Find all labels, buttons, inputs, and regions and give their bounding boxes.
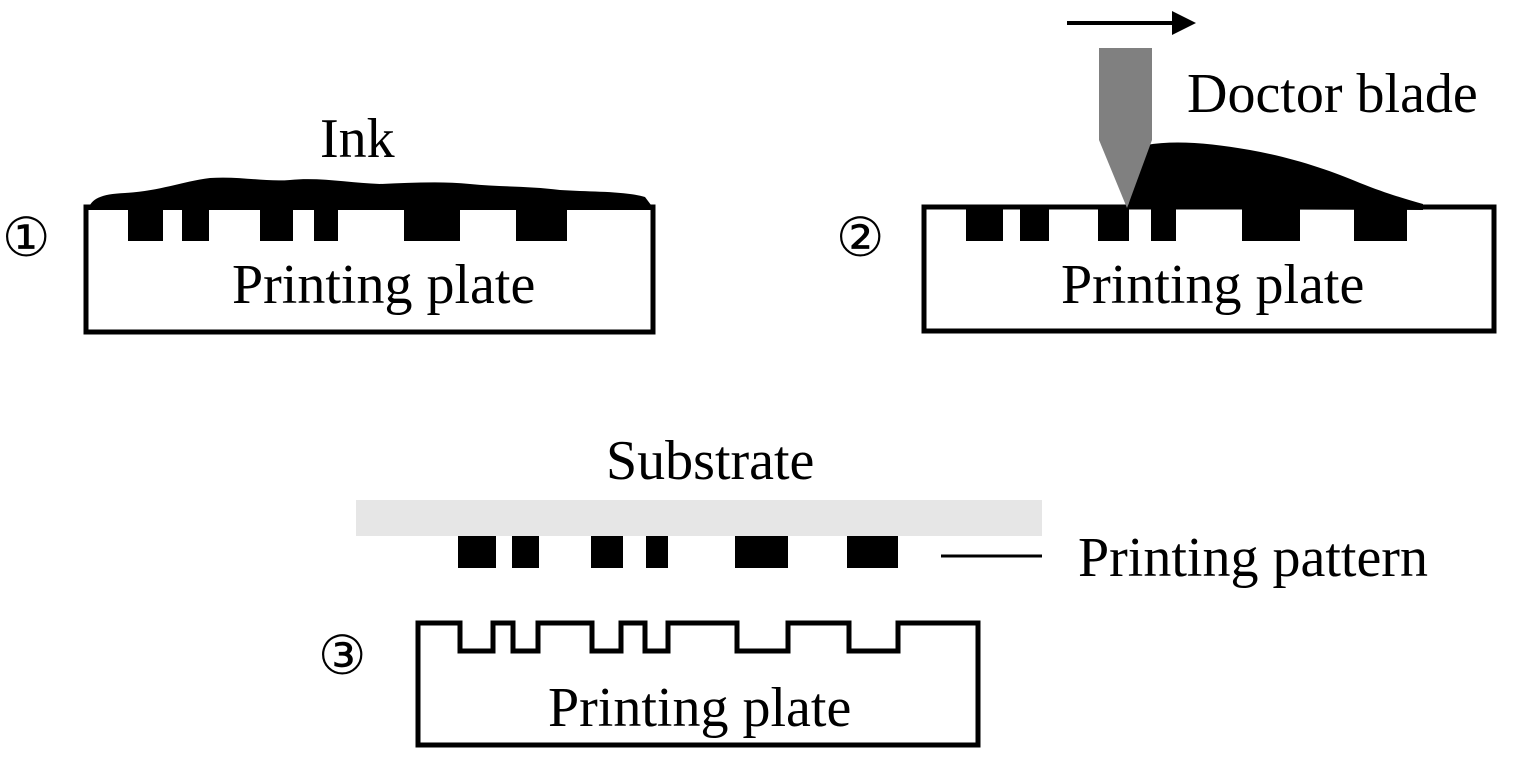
step-1-plate-label: Printing plate xyxy=(232,254,535,316)
printed-pattern-block xyxy=(735,536,788,568)
doctor-blade-label: Doctor blade xyxy=(1187,63,1478,125)
step-2-groove xyxy=(1098,207,1129,241)
step-2-plate-label: Printing plate xyxy=(1061,254,1364,316)
ink-label: Ink xyxy=(320,108,395,170)
printed-pattern-block xyxy=(458,536,496,568)
step-1-groove xyxy=(314,207,338,241)
step-3-marker: ③ xyxy=(318,626,366,686)
step-2: ② Doctor blade Printing plate xyxy=(836,11,1497,334)
step-3-plate xyxy=(415,620,981,748)
step-2-ink-mound xyxy=(1127,142,1423,210)
step-2-groove xyxy=(1242,207,1300,241)
step-1-ink-layer xyxy=(88,177,651,210)
printed-pattern-block xyxy=(591,536,623,568)
step-3-plate-label: Printing plate xyxy=(548,677,851,739)
step-2-groove xyxy=(1354,207,1407,241)
step-2-groove xyxy=(966,207,1003,241)
step-1-groove xyxy=(404,207,460,241)
printing-pattern-label: Printing pattern xyxy=(1078,527,1428,589)
step-3: ③ Substrate Printing pattern Printing pl… xyxy=(318,430,1428,748)
step-1-marker: ① xyxy=(2,208,50,268)
printed-pattern-block xyxy=(512,536,539,568)
step-2-marker: ② xyxy=(836,208,884,268)
arrow-right-icon xyxy=(1067,11,1196,35)
step-1: ① Ink Printing plate xyxy=(2,108,656,335)
step-2-groove xyxy=(1020,207,1049,241)
step-1-groove xyxy=(516,207,567,241)
step-1-groove xyxy=(182,207,209,241)
step-1-groove xyxy=(128,207,163,241)
step-1-groove xyxy=(260,207,293,241)
substrate-label: Substrate xyxy=(606,430,814,492)
step-1-plate xyxy=(83,204,656,335)
printed-pattern-block xyxy=(646,536,668,568)
substrate xyxy=(356,500,1042,536)
doctor-blade xyxy=(1099,48,1152,208)
step-2-groove xyxy=(1151,207,1176,241)
printed-pattern-block xyxy=(847,536,898,568)
